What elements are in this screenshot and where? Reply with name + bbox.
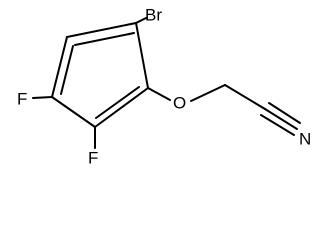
bond-c-o <box>147 87 171 101</box>
atom-label-f-bottom: F <box>88 148 98 167</box>
triple-bond-cn <box>260 102 301 136</box>
ring-bond-right-upper <box>135 22 149 89</box>
bond-c-f-left <box>32 96 53 99</box>
bond-c-br <box>135 17 147 24</box>
benzene-ring <box>51 22 149 128</box>
ring-bond-right-lower-inner <box>95 86 140 119</box>
ring-bond-bottom-left <box>51 96 96 128</box>
atom-label-n: N <box>299 129 311 148</box>
ring-bond-left-inner <box>60 45 74 95</box>
atom-label-o: O <box>173 93 186 112</box>
bond-o-ch2 <box>190 84 226 102</box>
triple-bond-line-1 <box>264 108 298 130</box>
ring-bond-right-lower <box>94 87 149 128</box>
triple-bond-line-3 <box>260 114 295 136</box>
chemical-structure: Br O N F F <box>17 5 311 167</box>
ring-bond-top <box>66 22 137 38</box>
atom-label-f-left: F <box>17 89 27 108</box>
ring-bond-left <box>51 36 68 98</box>
atom-label-br: Br <box>145 5 162 24</box>
ring-bond-top-inner <box>74 32 135 46</box>
bond-ch2-cn <box>224 84 266 110</box>
triple-bond-line-2 <box>268 102 301 124</box>
